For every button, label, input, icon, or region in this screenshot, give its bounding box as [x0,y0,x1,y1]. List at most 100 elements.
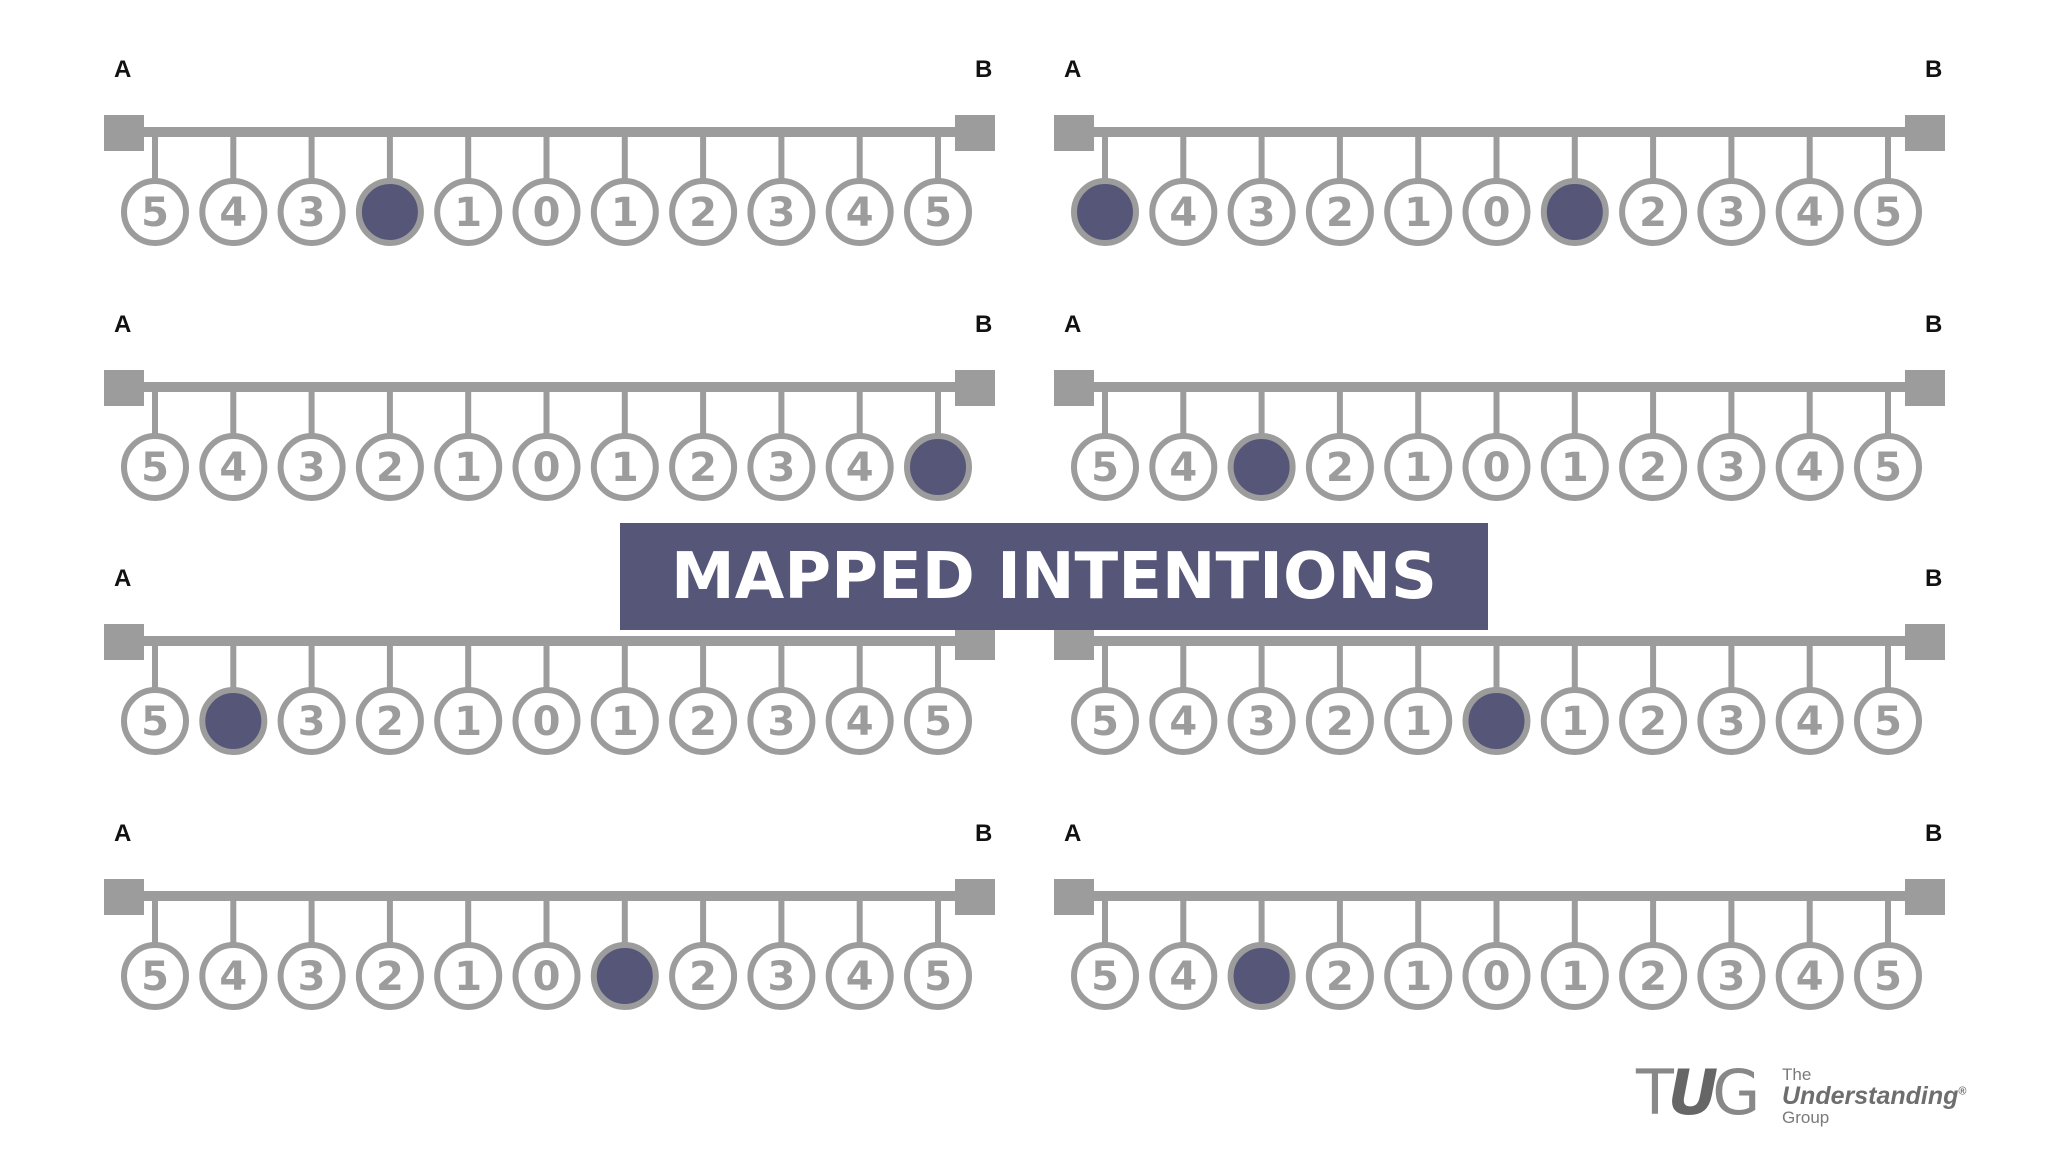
scale-point-label: 1 [454,190,482,236]
scale-point [512,433,581,501]
scale-point-selected [1462,687,1531,755]
scale-point-label: 1 [1561,699,1589,745]
scale-point-label: 3 [1717,445,1745,491]
scale-point [512,687,581,755]
scale-point-selected [355,178,424,246]
scale-bar [105,891,993,901]
scale-stem [700,644,707,692]
scale-point-label: 0 [1483,954,1511,1000]
endpoint-label-b: B [1925,820,1942,847]
scale-point-label: 0 [1483,445,1511,491]
scale-point [1149,178,1218,246]
scale-stem [1806,899,1813,947]
scale-point-label: 2 [1326,190,1354,236]
scale-point-label: 5 [1874,445,1902,491]
scale-point [1462,942,1531,1010]
scale-point-label: 1 [1404,445,1432,491]
scale-point-label: 4 [1796,699,1824,745]
scale-endcap-right [1905,370,1945,406]
endpoint-label-b: B [1925,565,1942,592]
scale-point [669,433,738,501]
scale-point-label: 4 [1796,190,1824,236]
scale-stem [1258,390,1265,438]
scale-point-label: 0 [1483,190,1511,236]
scale-point [1854,433,1922,501]
scale-point [1540,687,1609,755]
scale-point-label: 0 [533,445,561,491]
scale-stem [856,899,863,947]
scale-stem [1885,644,1891,692]
scale-point-label: 1 [1404,954,1432,1000]
scale-stem [1728,644,1735,692]
scale-stem [856,390,863,438]
scale-stem [935,644,941,692]
scale-point [1149,687,1218,755]
scale-stem [1493,644,1500,692]
scale-bar [1055,636,1943,646]
scale-stem [1650,390,1657,438]
company-logo: TUG The Understanding® Group [1636,1062,1976,1128]
scale-point [669,942,738,1010]
scale-stem [1806,135,1813,183]
endpoint-label-a: A [114,565,131,592]
scale-point [199,178,268,246]
scale-point [434,942,503,1010]
scale-stem [1571,899,1578,947]
scale-point-label: 3 [298,699,326,745]
scale-stem [621,135,628,183]
scale-stem [935,135,941,183]
logo-mark-u: U [1667,1056,1718,1129]
scale-point [1697,687,1766,755]
scale-point [1854,942,1922,1010]
scale-point-label: 2 [1326,699,1354,745]
scale-stem [1180,644,1187,692]
scale-point [1462,433,1531,501]
scale-endcap-left [104,370,144,406]
scale-point [355,942,424,1010]
scale-point-label: 5 [141,954,169,1000]
scale-point-label: 2 [1639,699,1667,745]
scale-stem [1336,644,1343,692]
scale-point-label: 1 [1404,190,1432,236]
scale-point [1854,178,1922,246]
scale-stem [1415,899,1422,947]
scale-point-label: 0 [533,190,561,236]
scale-point-label: 5 [141,699,169,745]
scale-point-label: 1 [611,190,639,236]
scale-point [1854,687,1922,755]
scale-point-label: 3 [298,190,326,236]
scale-stem [700,899,707,947]
scale-point-label: 1 [1561,954,1589,1000]
scale-point-label: 2 [376,954,404,1000]
scale-stem [152,899,158,947]
scale-point-label: 4 [219,190,247,236]
scale-point [1619,942,1688,1010]
scale-point [1540,433,1609,501]
scale-point-label: 2 [689,954,717,1000]
scale-point [1619,178,1688,246]
logo-mark-t: T [1636,1056,1674,1129]
logo-mark-g: G [1712,1056,1760,1129]
scale-stem [778,390,785,438]
scale-point-label: 1 [1404,699,1432,745]
scale-point [1384,433,1453,501]
scale-point [904,942,972,1010]
scale-stem [700,135,707,183]
scale-stem [308,135,315,183]
scale-point-selected [199,687,268,755]
scale-stem [621,644,628,692]
scale-bar [1055,891,1943,901]
scale-stem [230,644,237,692]
logo-text-group: Group [1782,1108,1830,1127]
scale-stem [1180,899,1187,947]
scale-stem [386,644,393,692]
scale-stem [1258,899,1265,947]
scale-point [277,942,346,1010]
endpoint-label-a: A [1064,820,1081,847]
scale-stem [1571,390,1578,438]
scale-point-label: 3 [1248,190,1276,236]
scale-point [121,178,189,246]
scale-point-label: 2 [376,445,404,491]
scale-stem [1728,899,1735,947]
scale-point-label: 5 [1874,954,1902,1000]
